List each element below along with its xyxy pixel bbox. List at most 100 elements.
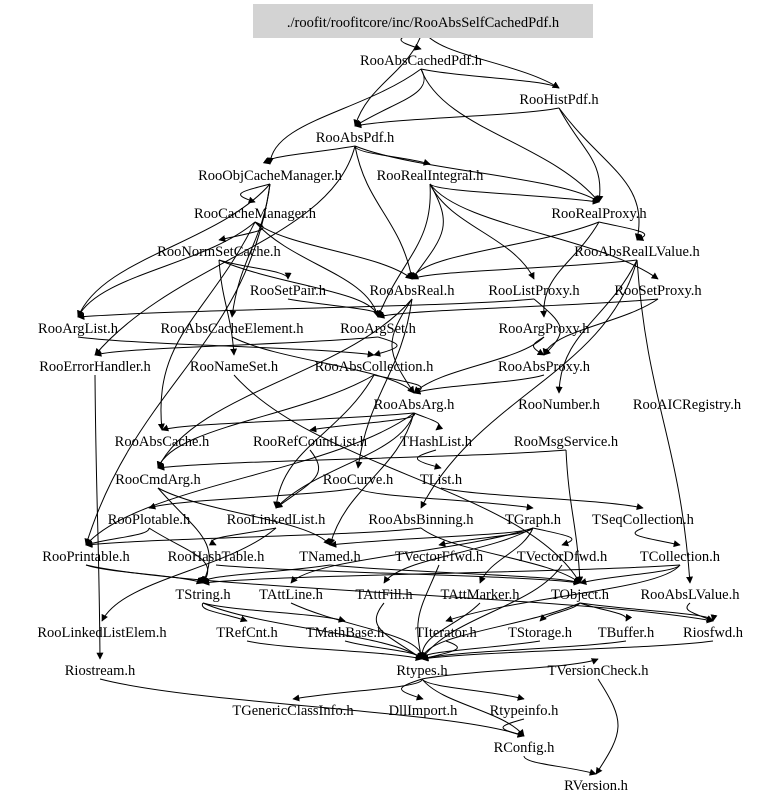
node-t-buffer[interactable]: TBuffer.h [598,625,655,641]
node-roo-printable[interactable]: RooPrintable.h [42,549,130,565]
node-dll-import[interactable]: DllImport.h [389,703,459,719]
edge-t-collection-to-t-string [202,564,681,586]
node-roo-arg-set[interactable]: RooArgSet.h [340,321,417,337]
edge-root-to-roo-hist-pdf [422,29,560,89]
edge-roo-cache-manager-to-roo-arg-list [77,221,256,318]
node-label: RooArgSet.h [340,321,417,337]
node-roo-abs-arg[interactable]: RooAbsArg.h [374,397,455,413]
node-label: TSeqCollection.h [592,512,695,528]
edge-rtypeinfo-to-r-config [502,718,525,738]
node-roo-abs-l-value[interactable]: RooAbsLValue.h [641,587,741,603]
node-t-att-fill[interactable]: TAttFill.h [355,587,413,603]
node-rtypes[interactable]: Rtypes.h [396,663,448,679]
node-label: Rtypes.h [396,663,448,679]
node-roo-abs-cached-pdf[interactable]: RooAbsCachedPdf.h [360,53,483,69]
edge-roo-msg-service-to-t-object [565,449,584,584]
root-node[interactable]: ./roofit/roofitcore/inc/RooAbsSelfCached… [253,4,593,38]
node-label: RooCmdArg.h [115,472,201,488]
node-roo-hist-pdf[interactable]: RooHistPdf.h [519,92,599,108]
node-rtypeinfo[interactable]: Rtypeinfo.h [490,703,560,719]
node-t-named[interactable]: TNamed.h [299,549,361,565]
node-roo-cache-manager[interactable]: RooCacheManager.h [194,206,317,222]
node-label: RooObjCacheManager.h [198,168,343,184]
node-roo-norm-set-cache[interactable]: RooNormSetCache.h [157,244,281,260]
edge-roo-abs-pdf-to-roo-obj-cache-manager [262,145,356,165]
edge-roo-abs-collection-to-roo-cmd-arg [156,374,375,469]
edge-roo-plotable-to-roo-printable [85,527,150,547]
node-roo-hash-table[interactable]: RooHashTable.h [168,549,266,565]
edge-riosfwd-to-rtypes [421,640,714,662]
edge-roo-set-proxy-to-roo-arg-set [377,298,659,319]
node-roo-real-integral[interactable]: RooRealIntegral.h [377,168,484,184]
node-roo-abs-collection[interactable]: RooAbsCollection.h [315,359,435,375]
node-t-string[interactable]: TString.h [175,587,231,603]
node-roo-abs-cache[interactable]: RooAbsCache.h [115,434,210,450]
node-roo-name-set[interactable]: RooNameSet.h [190,359,279,375]
edge-roo-abs-arg-to-t-hash-list [413,412,444,431]
node-t-hash-list[interactable]: THashList.h [400,434,473,450]
node-roo-abs-real[interactable]: RooAbsReal.h [370,283,456,299]
node-label: RooSetProxy.h [614,283,702,299]
node-label: TAttLine.h [259,587,323,603]
node-t-math-base[interactable]: TMathBase.h [306,625,385,641]
node-roo-linked-list-elem[interactable]: RooLinkedListElem.h [37,625,167,641]
node-t-att-line[interactable]: TAttLine.h [259,587,323,603]
node-t-ref-cnt[interactable]: TRefCnt.h [216,625,278,641]
edge-roo-hist-pdf-to-roo-real-proxy [558,107,604,203]
node-label: RooAbsCache.h [115,434,210,450]
node-roo-cmd-arg[interactable]: RooCmdArg.h [115,472,201,488]
node-t-version-check[interactable]: TVersionCheck.h [547,663,649,679]
node-riosfwd[interactable]: Riosfwd.h [683,625,744,641]
node-roo-obj-cache-manager[interactable]: RooObjCacheManager.h [198,168,343,184]
edge-t-version-check-to-r-version [595,678,619,775]
node-r-config[interactable]: RConfig.h [494,740,556,756]
node-roo-set-pair[interactable]: RooSetPair.h [250,283,327,299]
node-label: RooLinkedListElem.h [37,625,167,641]
edge-t-list-to-t-seq-collection [440,487,644,511]
edge-t-att-line-to-rtypes [290,602,426,660]
node-t-vector-ffwd[interactable]: TVectorFfwd.h [395,549,484,565]
node-t-iterator[interactable]: TIterator.h [415,625,477,641]
node-t-seq-collection[interactable]: TSeqCollection.h [592,512,695,528]
edge-roo-linked-list-to-roo-linked-list-elem [101,527,277,622]
node-label: RVersion.h [564,778,628,794]
node-t-vector-dfwd[interactable]: TVectorDfwd.h [517,549,608,565]
edge-roo-curve-to-roo-plotable [148,487,359,510]
node-label: TVersionCheck.h [547,663,649,679]
edge-rtypes-to-t-version-check [421,658,599,680]
node-t-collection[interactable]: TCollection.h [640,549,721,565]
node-t-generic-class-info[interactable]: TGenericClassInfo.h [232,703,354,719]
node-roo-linked-list[interactable]: RooLinkedList.h [227,512,326,528]
node-roo-plotable[interactable]: RooPlotable.h [108,512,191,528]
node-roo-number[interactable]: RooNumber.h [518,397,601,413]
node-roo-abs-binning[interactable]: RooAbsBinning.h [368,512,474,528]
edge-roo-abs-binning-to-roo-printable [85,527,422,548]
node-t-object[interactable]: TObject.h [551,587,610,603]
node-roo-abs-cache-element[interactable]: RooAbsCacheElement.h [161,321,305,337]
node-roo-error-handler[interactable]: RooErrorHandler.h [39,359,151,375]
node-t-att-marker[interactable]: TAttMarker.h [441,587,521,603]
node-roo-arg-proxy[interactable]: RooArgProxy.h [498,321,590,337]
node-roo-ref-count-list[interactable]: RooRefCountList.h [253,434,368,450]
edge-roo-obj-cache-manager-to-roo-cache-manager [240,183,271,204]
edge-roo-obj-cache-manager-to-roo-arg-list [77,183,271,318]
node-label: RooNameSet.h [190,359,279,375]
node-roo-abs-real-l-value[interactable]: RooAbsRealLValue.h [574,244,700,260]
node-roo-list-proxy[interactable]: RooListProxy.h [488,283,580,299]
node-r-version[interactable]: RVersion.h [564,778,628,794]
node-t-graph[interactable]: TGraph.h [505,512,562,528]
node-roo-aic-registry[interactable]: RooAICRegistry.h [633,397,742,413]
edge-roo-msg-service-to-roo-cmd-arg [157,449,567,471]
node-label: RooAbsLValue.h [641,587,741,603]
node-riostream[interactable]: Riostream.h [65,663,136,679]
node-roo-abs-proxy[interactable]: RooAbsProxy.h [498,359,591,375]
node-t-storage[interactable]: TStorage.h [508,625,573,641]
node-roo-curve[interactable]: RooCurve.h [323,472,394,488]
node-roo-abs-pdf[interactable]: RooAbsPdf.h [316,130,395,146]
node-roo-real-proxy[interactable]: RooRealProxy.h [551,206,647,222]
node-roo-msg-service[interactable]: RooMsgService.h [514,434,619,450]
node-roo-set-proxy[interactable]: RooSetProxy.h [614,283,702,299]
node-t-list[interactable]: TList.h [420,472,463,488]
node-roo-arg-list[interactable]: RooArgList.h [38,321,119,337]
edge-roo-real-integral-to-roo-set-proxy [429,183,659,280]
